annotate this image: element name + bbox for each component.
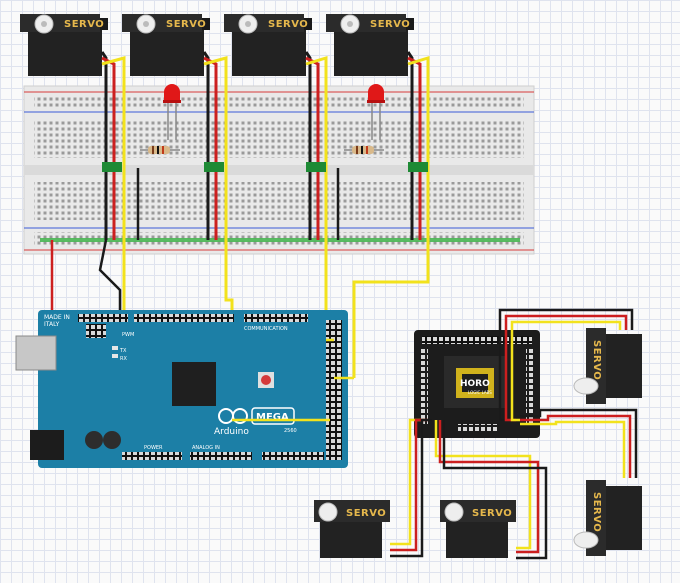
power-label: POWER	[144, 445, 163, 451]
communication-label: COMMUNICATION	[244, 326, 288, 332]
mega-label: MEGA	[256, 412, 289, 423]
servo-label: SERVO	[591, 340, 602, 380]
servo-right-2: SERVO	[573, 480, 642, 556]
made-in-text: MADE IN	[44, 314, 70, 321]
resistor-2	[344, 146, 384, 154]
servo-top-2: SERVO	[122, 14, 210, 76]
servo-label: SERVO	[64, 19, 104, 30]
servo-label: SERVO	[472, 508, 512, 519]
servo-label: SERVO	[346, 508, 386, 519]
led-2	[367, 84, 385, 140]
rx-label: RX	[120, 356, 127, 362]
resistor-1	[140, 146, 180, 154]
servo-label: SERVO	[268, 19, 308, 30]
pwm-label: PWM	[122, 332, 134, 338]
arduino-signal-wires	[232, 338, 354, 422]
servo-bottom-1: SERVO	[314, 500, 390, 558]
servo-top-4: SERVO	[326, 14, 414, 76]
servo-top-1: SERVO	[20, 14, 108, 76]
servo-controller-board: HORO LOGIC LABS	[414, 330, 540, 438]
arduino-mega-board: MADE IN ITALY TX RX PWM COMMUNICATION PO…	[15, 310, 348, 468]
led-1	[163, 84, 181, 140]
analog-in-label: ANALOG IN	[192, 445, 220, 451]
arduino-brand: Arduino	[214, 427, 249, 437]
breadboard	[23, 85, 535, 255]
controller-subtitle: LOGIC LABS	[468, 390, 492, 395]
servo-label: SERVO	[591, 492, 602, 532]
servo-right-1: SERVO	[573, 328, 642, 404]
servo-label: SERVO	[370, 19, 410, 30]
model-number: 2560	[284, 428, 297, 434]
controller-servo-wires	[390, 308, 638, 560]
servo-label: SERVO	[166, 19, 206, 30]
servo-top-3: SERVO	[224, 14, 312, 76]
jumper-markers	[102, 162, 428, 172]
tx-label: TX	[119, 348, 127, 354]
country-text: ITALY	[44, 321, 60, 328]
servo-bottom-2: SERVO	[440, 500, 516, 558]
led-wires	[136, 168, 340, 240]
controller-brand: HORO	[460, 379, 490, 389]
